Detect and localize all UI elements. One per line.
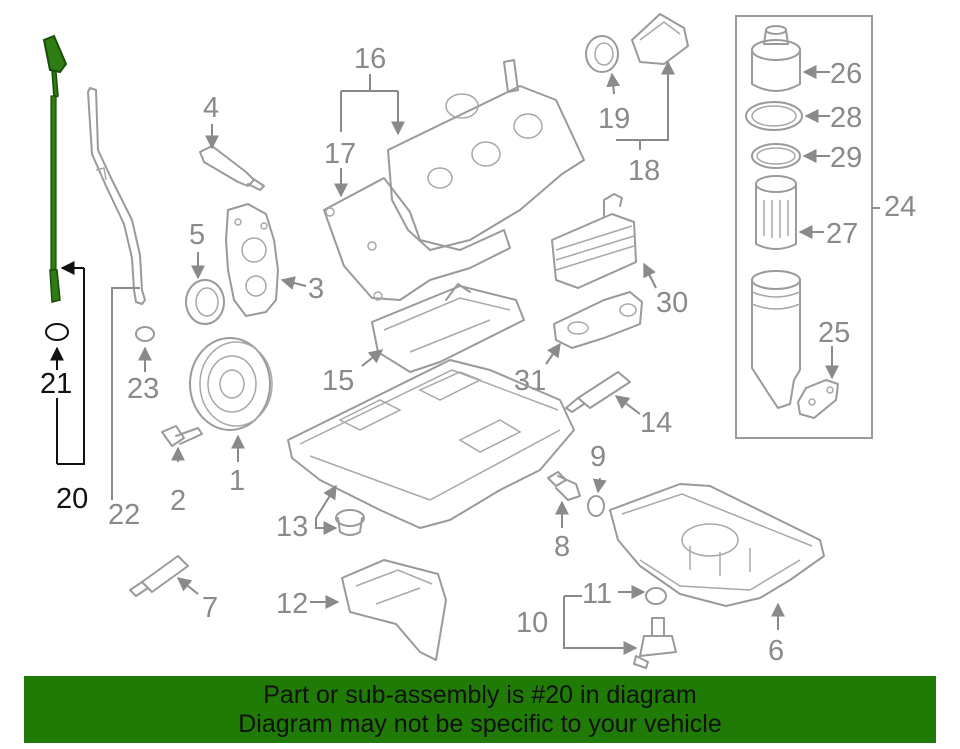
label-10: 10 [516,607,548,639]
upper-oil-pan [287,359,575,529]
leader-13b [315,518,338,535]
label-29: 29 [830,142,862,174]
filter-housing-part-24 [751,270,801,409]
label-28: 28 [830,102,862,134]
label-18: 18 [628,155,660,187]
leader-20 [57,268,85,465]
drain-plug-part-8 [547,471,581,501]
leader-15 [361,349,384,367]
label-4: 4 [203,92,219,124]
oil-strainer-part-13 [335,509,365,536]
filler-seal-part-19 [585,35,619,73]
label-16: 16 [354,43,386,75]
label-8: 8 [554,531,570,563]
seal-ring-part-5 [185,279,225,325]
label-6: 6 [768,635,784,667]
label-27: 27 [826,218,858,250]
leader-19 [606,72,621,95]
leader-18 [616,60,675,141]
label-21: 21 [40,368,72,400]
label-2: 2 [170,485,186,517]
sealant-tube-part-14 [565,371,631,413]
label-26: 26 [830,58,862,90]
leader-3 [280,276,307,290]
label-17: 17 [324,138,356,170]
leader-14 [614,395,641,415]
housing-gasket-part-25 [797,379,839,419]
label-1: 1 [229,465,245,497]
label-3: 3 [308,273,324,305]
label-12: 12 [276,588,308,620]
label-22: 22 [108,499,140,531]
timing-cover-part-3 [225,203,279,317]
filter-group-box [735,15,873,439]
label-20: 20 [56,483,88,515]
label-11: 11 [582,578,612,610]
label-5: 5 [189,219,205,251]
oring-part-21 [45,323,69,341]
pulley-part-1 [189,337,273,431]
label-25: 25 [818,317,850,349]
filler-cap-part-18 [631,13,689,65]
valve-cover-part-16 [387,59,585,251]
label-7: 7 [202,592,218,624]
leader-13a [315,484,337,519]
leader-9 [592,477,607,494]
baffle-part-15 [371,283,525,373]
cooler-gasket-part-31 [553,291,643,349]
label-9: 9 [590,441,606,473]
filter-cap-part-26 [751,25,801,92]
oil-sensor-part-10 [633,617,677,669]
label-19: 19 [598,103,630,135]
dipstick-tube-part-22 [87,87,146,305]
leader-7 [176,577,199,595]
oring-part-29 [751,143,801,169]
washer-part-11 [645,587,667,605]
sealant-tube-part-4 [199,145,265,191]
leader-31 [545,342,561,365]
leader-30 [643,262,657,289]
gasket-part-28 [745,101,803,131]
banner-line-1: Part or sub-assembly is #20 in diagram [263,680,697,709]
lower-oil-pan-part-6 [609,483,825,607]
label-30: 30 [656,287,688,319]
label-13: 13 [276,511,308,543]
label-24: 24 [884,191,916,223]
oil-cooler-part-30 [551,193,637,289]
filter-element-part-27 [755,175,797,250]
seal-part-23 [135,326,155,342]
banner-line-2: Diagram may not be specific to your vehi… [238,709,722,738]
label-14: 14 [640,407,672,439]
leader-10 [563,596,638,655]
leader-22 [111,287,140,500]
dipstick-part-20 [42,34,68,303]
bracket-part-12 [341,559,447,661]
label-23: 23 [127,373,159,405]
info-banner: Part or sub-assembly is #20 in diagram D… [24,676,936,743]
washer-part-9 [587,495,605,517]
valve-cover-gasket-part-17 [323,177,511,301]
bolt-part-2 [161,425,203,447]
label-15: 15 [322,365,354,397]
sealant-tube-part-7 [129,555,189,597]
